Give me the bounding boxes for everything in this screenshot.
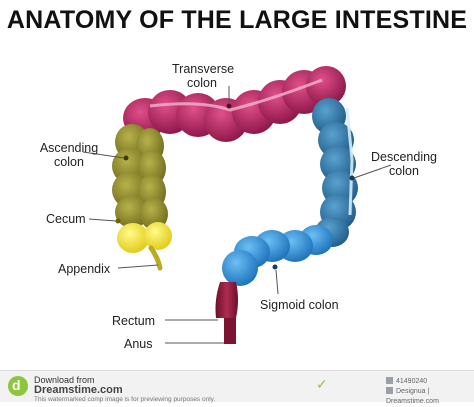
label-appendix: Appendix bbox=[58, 262, 111, 276]
diagram-title: ANATOMY OF THE LARGE INTESTINE bbox=[6, 6, 468, 34]
credit-text: Designua | Dreamstime.com bbox=[386, 388, 439, 405]
ascending-colon bbox=[112, 124, 168, 230]
label-ascending-line1: Ascending bbox=[39, 141, 99, 155]
label-descending-line1: Descending bbox=[370, 150, 437, 164]
label-ascending-colon: Ascending colon bbox=[36, 141, 102, 169]
credit-square-icon bbox=[386, 387, 393, 394]
id-square-icon bbox=[386, 377, 393, 384]
sigmoid-colon bbox=[222, 225, 333, 286]
cecum bbox=[115, 218, 172, 253]
download-from-text: Download from Dreamstime.com This waterm… bbox=[34, 375, 215, 405]
label-ascending-line2: colon bbox=[54, 155, 84, 169]
image-id: 41490240 bbox=[396, 378, 428, 385]
label-sigmoid-colon: Sigmoid colon bbox=[260, 298, 339, 312]
rectum bbox=[215, 282, 238, 344]
transverse-colon bbox=[123, 66, 346, 142]
label-descending-line2: colon bbox=[389, 164, 419, 178]
checkmark-icon: ✓ bbox=[316, 376, 328, 392]
label-descending-colon: Descending colon bbox=[364, 150, 444, 178]
label-transverse-line2: colon bbox=[187, 76, 217, 90]
image-credit: 41490240 Designua | Dreamstime.com bbox=[386, 377, 474, 407]
label-cecum: Cecum bbox=[46, 212, 86, 226]
appendix bbox=[148, 245, 163, 271]
download-from-label: Download from bbox=[34, 375, 95, 385]
watermark-footer: d Download from Dreamstime.com This wate… bbox=[0, 370, 474, 405]
leader-lines bbox=[82, 86, 392, 344]
dreamstime-logo-icon: d bbox=[8, 376, 28, 396]
fine-print: This watermarked comp image is for previ… bbox=[34, 396, 216, 403]
label-rectum: Rectum bbox=[112, 314, 156, 328]
descending-colon bbox=[312, 98, 358, 247]
label-anus: Anus bbox=[124, 337, 153, 351]
large-intestine-illustration bbox=[82, 66, 392, 344]
label-transverse-colon: Transverse colon bbox=[172, 62, 235, 90]
label-transverse-line1: Transverse bbox=[172, 62, 235, 76]
site-name: Dreamstime.com bbox=[34, 384, 123, 396]
